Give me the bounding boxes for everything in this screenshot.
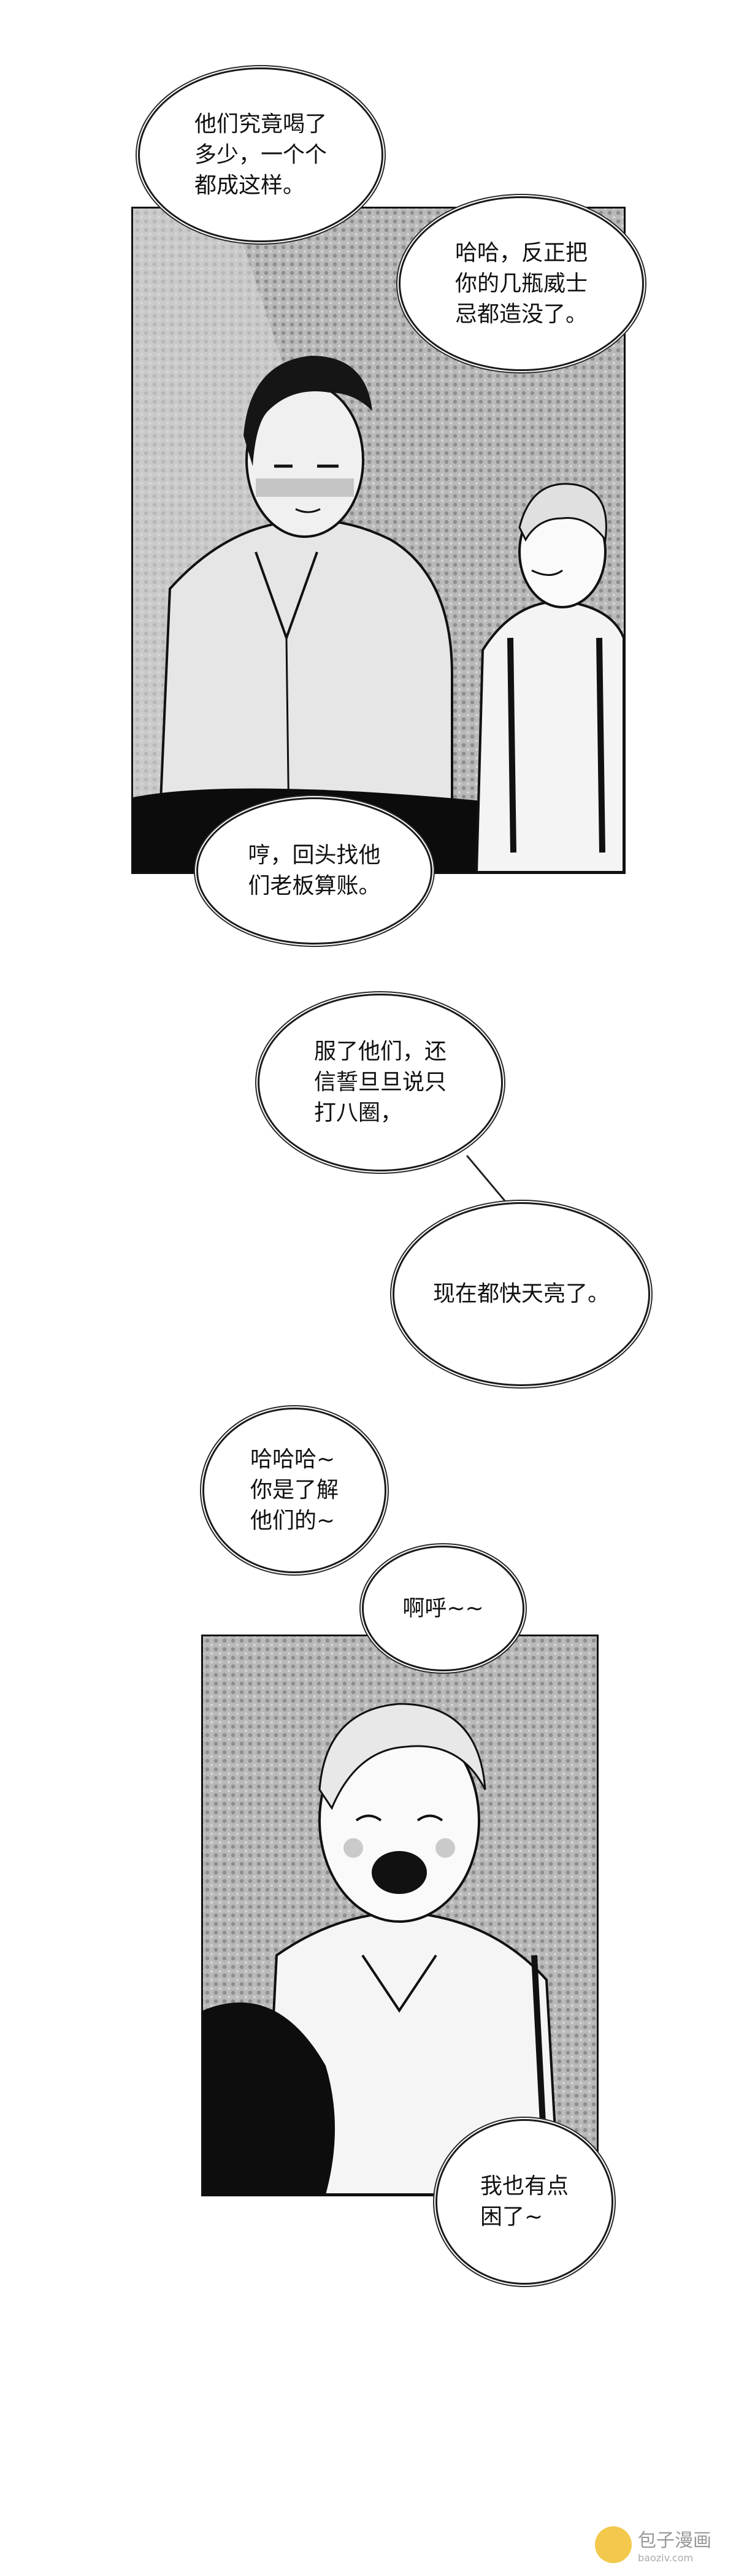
left-man-hair xyxy=(243,356,372,466)
bubble-text-4: 服了他们，还 信誓旦旦说只 打八圈， xyxy=(313,1039,447,1125)
speech-bubble-8: 我也有点 困了~ xyxy=(435,2119,613,2285)
panel-1-art xyxy=(133,209,624,872)
speech-bubble-2: 哈哈，反正把 你的几瓶威士 忌都造没了。 xyxy=(399,196,644,371)
bun-logo-icon xyxy=(595,2526,632,2563)
watermark-title: 包子漫画 xyxy=(638,2530,711,2551)
speech-bubble-7: 啊呼~~ xyxy=(362,1546,524,1671)
speech-bubble-3: 哼，回头找他 们老板算账。 xyxy=(196,797,432,945)
speech-bubble-6: 哈哈哈~ 你是了解 他们的~ xyxy=(202,1408,386,1573)
bubble-text-7: 啊呼~~ xyxy=(402,1595,484,1621)
speech-bubble-5: 现在都快天亮了。 xyxy=(393,1202,650,1386)
bubble-text-5: 现在都快天亮了。 xyxy=(432,1281,610,1306)
foreground-hair xyxy=(203,2002,335,2195)
bubble-text-2: 哈哈，反正把 你的几瓶威士 忌都造没了。 xyxy=(454,240,588,327)
panel-2 xyxy=(201,1635,599,2196)
panel-2-art xyxy=(203,1703,561,2195)
bubble-text-8: 我也有点 困了~ xyxy=(480,2174,569,2229)
bubble-text-6: 哈哈哈~ 你是了解 他们的~ xyxy=(250,1447,339,1533)
left-man-shirt xyxy=(156,519,453,872)
bubble-text-3: 哼，回头找他 们老板算账。 xyxy=(248,843,381,899)
bubble-text-1: 他们究竟喝了 多少，一个个 都成这样。 xyxy=(194,111,327,198)
watermark: 包子漫画 baoziv.com xyxy=(595,2525,711,2564)
speech-bubble-1: 他们究竟喝了 多少，一个个 都成这样。 xyxy=(138,67,383,242)
watermark-subtitle: baoziv.com xyxy=(638,2552,694,2564)
speech-bubble-4: 服了他们，还 信誓旦旦说只 打八圈， xyxy=(258,994,503,1171)
man-hair xyxy=(318,1703,486,1811)
